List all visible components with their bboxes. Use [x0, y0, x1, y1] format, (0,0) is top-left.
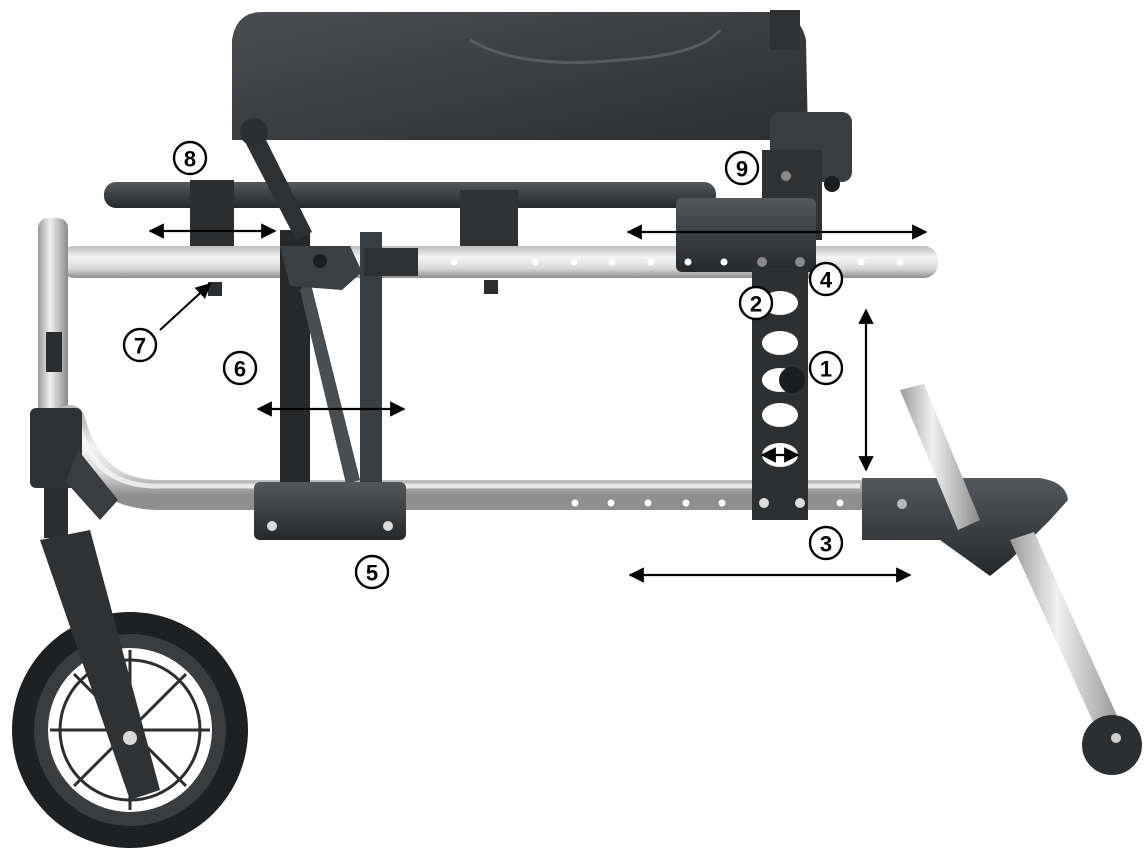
callout-7: 7	[122, 327, 158, 363]
callout-7-label: 7	[134, 334, 146, 359]
callout-6-label: 6	[234, 357, 246, 382]
upper-frame-clamp	[676, 198, 816, 272]
adjustment-arrows	[148, 223, 928, 583]
callout-5-label: 5	[366, 561, 378, 586]
callout-8: 8	[172, 140, 208, 176]
callout-8-label: 8	[184, 147, 196, 172]
frame-bolt	[208, 282, 222, 296]
footrest	[862, 384, 1142, 775]
adjustment-holes	[450, 258, 904, 266]
callout-3: 3	[808, 525, 844, 561]
backrest	[232, 10, 808, 140]
callout-5: 5	[354, 554, 390, 590]
callout-2: 2	[738, 285, 774, 321]
callout-9-label: 9	[736, 157, 748, 182]
front-caster	[12, 408, 248, 848]
callout-1-label: 1	[820, 357, 832, 382]
callout-4-label: 4	[820, 268, 833, 293]
callout-3-label: 3	[820, 532, 832, 557]
callout-4: 4	[808, 261, 844, 297]
callout-2-label: 2	[750, 292, 762, 317]
rear-vertical-tube	[38, 218, 68, 418]
callout-6: 6	[222, 350, 258, 386]
cross-brace-assembly	[240, 118, 418, 492]
callout-9: 9	[724, 150, 760, 186]
handle-grip	[46, 332, 62, 372]
bolt-pointer-arrow	[159, 282, 212, 331]
lower-clamp	[254, 482, 406, 540]
lower-frame-tube	[55, 405, 875, 510]
callout-1: 1	[808, 350, 844, 386]
frame-bolt	[484, 280, 498, 294]
